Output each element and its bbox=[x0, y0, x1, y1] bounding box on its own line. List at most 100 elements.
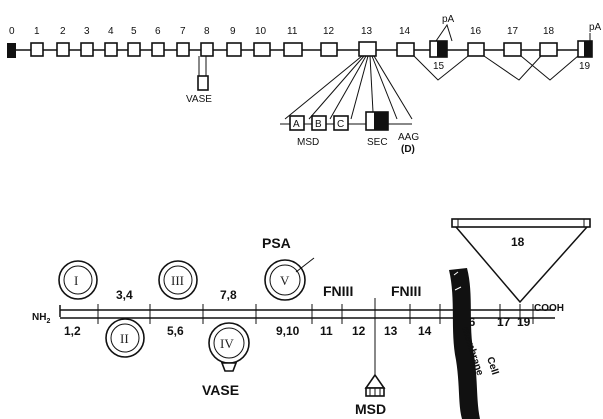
exon-number-lower: 13 bbox=[384, 324, 398, 338]
msd-protein-label: MSD bbox=[355, 401, 386, 417]
gene-map: 0 1 2 3 4 5 6 7 8 9 10 11 12 13 14 15 16… bbox=[7, 14, 602, 155]
protein-map: I II III IV V bbox=[32, 218, 591, 419]
exon-number: 19 bbox=[579, 61, 591, 72]
ig-loop-inner bbox=[110, 323, 140, 353]
exon-number-lower: 14 bbox=[418, 324, 432, 338]
cell-membrane bbox=[449, 268, 480, 419]
exon-17-box bbox=[503, 42, 522, 57]
vase-insert bbox=[220, 362, 238, 372]
splice-arc bbox=[520, 55, 579, 81]
ig-domain-label: IV bbox=[220, 336, 234, 351]
msd-label: MSD bbox=[297, 137, 319, 148]
exon-0-box bbox=[7, 43, 16, 58]
msd-exon-b bbox=[311, 115, 327, 131]
ig-loop-outer bbox=[58, 260, 98, 300]
exon-number-lower: 19 bbox=[517, 315, 531, 329]
exon-10-box bbox=[253, 42, 271, 57]
exon-number: 4 bbox=[108, 26, 114, 37]
exon-number: 10 bbox=[255, 26, 267, 37]
exon-pair-label: 7,8 bbox=[220, 288, 237, 302]
exon-pair-label: 1,2 bbox=[64, 324, 81, 338]
exon-number: 13 bbox=[361, 26, 373, 37]
vase-label: VASE bbox=[186, 94, 212, 105]
exon-8-box bbox=[200, 42, 214, 57]
vase-protein-label: VASE bbox=[202, 382, 239, 398]
ig-loop-inner bbox=[213, 327, 245, 359]
backbone-ticks bbox=[97, 304, 534, 324]
fniii-label: FNIII bbox=[391, 283, 421, 299]
exon-number: 2 bbox=[60, 26, 66, 37]
exon-19-fill bbox=[584, 41, 592, 57]
exon-6-box bbox=[151, 42, 165, 57]
exon-2-box bbox=[56, 42, 70, 57]
exon-number: 17 bbox=[507, 26, 519, 37]
polya-label: pA bbox=[589, 22, 602, 33]
msd-exon-c-label: C bbox=[337, 119, 344, 130]
aag-sub-label: (D) bbox=[401, 144, 415, 155]
ig-domain-label: III bbox=[171, 273, 184, 288]
exon-number: 0 bbox=[9, 26, 15, 37]
exon-12-box bbox=[320, 42, 338, 57]
nh2-label: NH2 bbox=[32, 312, 50, 325]
exon-9-box bbox=[226, 42, 242, 57]
alt-splice-line bbox=[329, 55, 367, 120]
exon-pair-label: 5,6 bbox=[167, 324, 184, 338]
msd-exon-c bbox=[333, 115, 349, 131]
alt-splice-line bbox=[371, 55, 398, 120]
msd-exon-a-label: A bbox=[293, 119, 300, 130]
exon-number: 5 bbox=[131, 26, 137, 37]
sec-label: SEC bbox=[367, 137, 388, 148]
ig-domain-iv: IV bbox=[208, 322, 250, 372]
exon-pair-label: 3,4 bbox=[116, 288, 133, 302]
ig-loop-inner bbox=[63, 265, 93, 295]
exon-number: 18 bbox=[543, 26, 555, 37]
exon-number-lower: 17 bbox=[497, 315, 511, 329]
alt-splice-line bbox=[308, 55, 365, 120]
exon-number-lower: 12 bbox=[352, 324, 366, 338]
exon-7-box bbox=[176, 42, 190, 57]
alt-splice-line bbox=[373, 55, 413, 120]
exon-5-box bbox=[127, 42, 141, 57]
exon-number: 6 bbox=[155, 26, 161, 37]
polya-label: pA bbox=[442, 14, 455, 25]
cooh-label: COOH bbox=[534, 303, 564, 314]
exon-number: 15 bbox=[433, 61, 445, 72]
exon-16-box bbox=[467, 42, 485, 57]
exon-18-triangle bbox=[455, 226, 588, 304]
splice-arc bbox=[483, 55, 542, 81]
exon-14-box bbox=[396, 42, 415, 57]
exon-number: 3 bbox=[84, 26, 90, 37]
exon-13-box bbox=[358, 41, 377, 57]
ig-domain-label: II bbox=[120, 331, 129, 346]
alt-splice-line bbox=[284, 55, 363, 120]
alt-splice-line bbox=[369, 55, 374, 113]
exon-number: 1 bbox=[34, 26, 40, 37]
exon-3-box bbox=[80, 42, 94, 57]
exon-number-lower: 11 bbox=[320, 324, 333, 338]
exon-4-box bbox=[104, 42, 118, 57]
msd-exon-b-label: B bbox=[315, 119, 322, 130]
vase-exon-box bbox=[197, 75, 209, 91]
ig-loop-inner bbox=[163, 265, 193, 295]
exon-18-label: 18 bbox=[511, 235, 525, 249]
ig-domain-i: I bbox=[58, 260, 98, 300]
ig-domain-v: V bbox=[264, 257, 315, 301]
msd-exon-a bbox=[289, 115, 305, 131]
aag-label: AAG bbox=[398, 132, 419, 143]
exon-18-box bbox=[539, 42, 558, 57]
exon-15-fill bbox=[437, 41, 447, 57]
splice-arc bbox=[413, 55, 469, 81]
exon-number: 7 bbox=[180, 26, 186, 37]
ig-domain-iii: III bbox=[158, 260, 198, 300]
sec-exon-fill bbox=[374, 112, 388, 130]
ig-loop-outer bbox=[158, 260, 198, 300]
exon-1-box bbox=[30, 42, 44, 57]
exon-number: 11 bbox=[287, 26, 298, 37]
ig-loop-outer bbox=[264, 259, 306, 301]
psa-pointer bbox=[295, 257, 315, 273]
exon-number: 8 bbox=[204, 26, 210, 37]
ig-loop-inner bbox=[269, 264, 301, 296]
cell-label: Cell bbox=[484, 356, 500, 377]
